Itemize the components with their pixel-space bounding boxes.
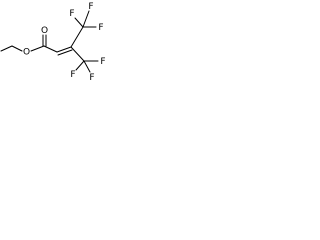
bond-ethyl-ch2-o	[11, 45, 23, 52]
bond-cf3-top-f-left	[74, 17, 84, 28]
atom-label-fluorine: F	[69, 9, 74, 19]
atom-label-fluorine: F	[88, 2, 93, 12]
atom-label-fluorine: F	[98, 23, 103, 33]
bond-alkene-double-b	[57, 49, 73, 56]
chemical-structure-diagram: O O F F F F F F	[0, 2, 106, 81]
bond-alkene-to-cf3-top	[70, 26, 84, 48]
bond-layer	[0, 10, 99, 73]
bond-cf3-bottom-f-left	[75, 60, 85, 71]
atom-label-fluorine: F	[70, 70, 75, 80]
bond-ethyl-ch3-ch2	[0, 45, 13, 52]
atom-label-ester-oxygen: O	[23, 48, 30, 58]
bond-cf3-top-f-up	[82, 10, 90, 28]
atom-label-fluorine: F	[89, 73, 94, 81]
bond-carbonyl-to-alkene-carbon	[43, 45, 58, 53]
bond-alkene-to-cf3-bottom	[70, 46, 85, 62]
atom-label-layer: O O F F F F F F	[23, 2, 106, 81]
bond-o-carbonyl-carbon	[30, 45, 45, 52]
bond-alkene-double-a	[56, 46, 72, 53]
atom-label-fluorine: F	[100, 57, 105, 67]
atom-label-carbonyl-oxygen: O	[41, 26, 48, 36]
bond-cf3-bottom-f-down	[83, 60, 91, 73]
